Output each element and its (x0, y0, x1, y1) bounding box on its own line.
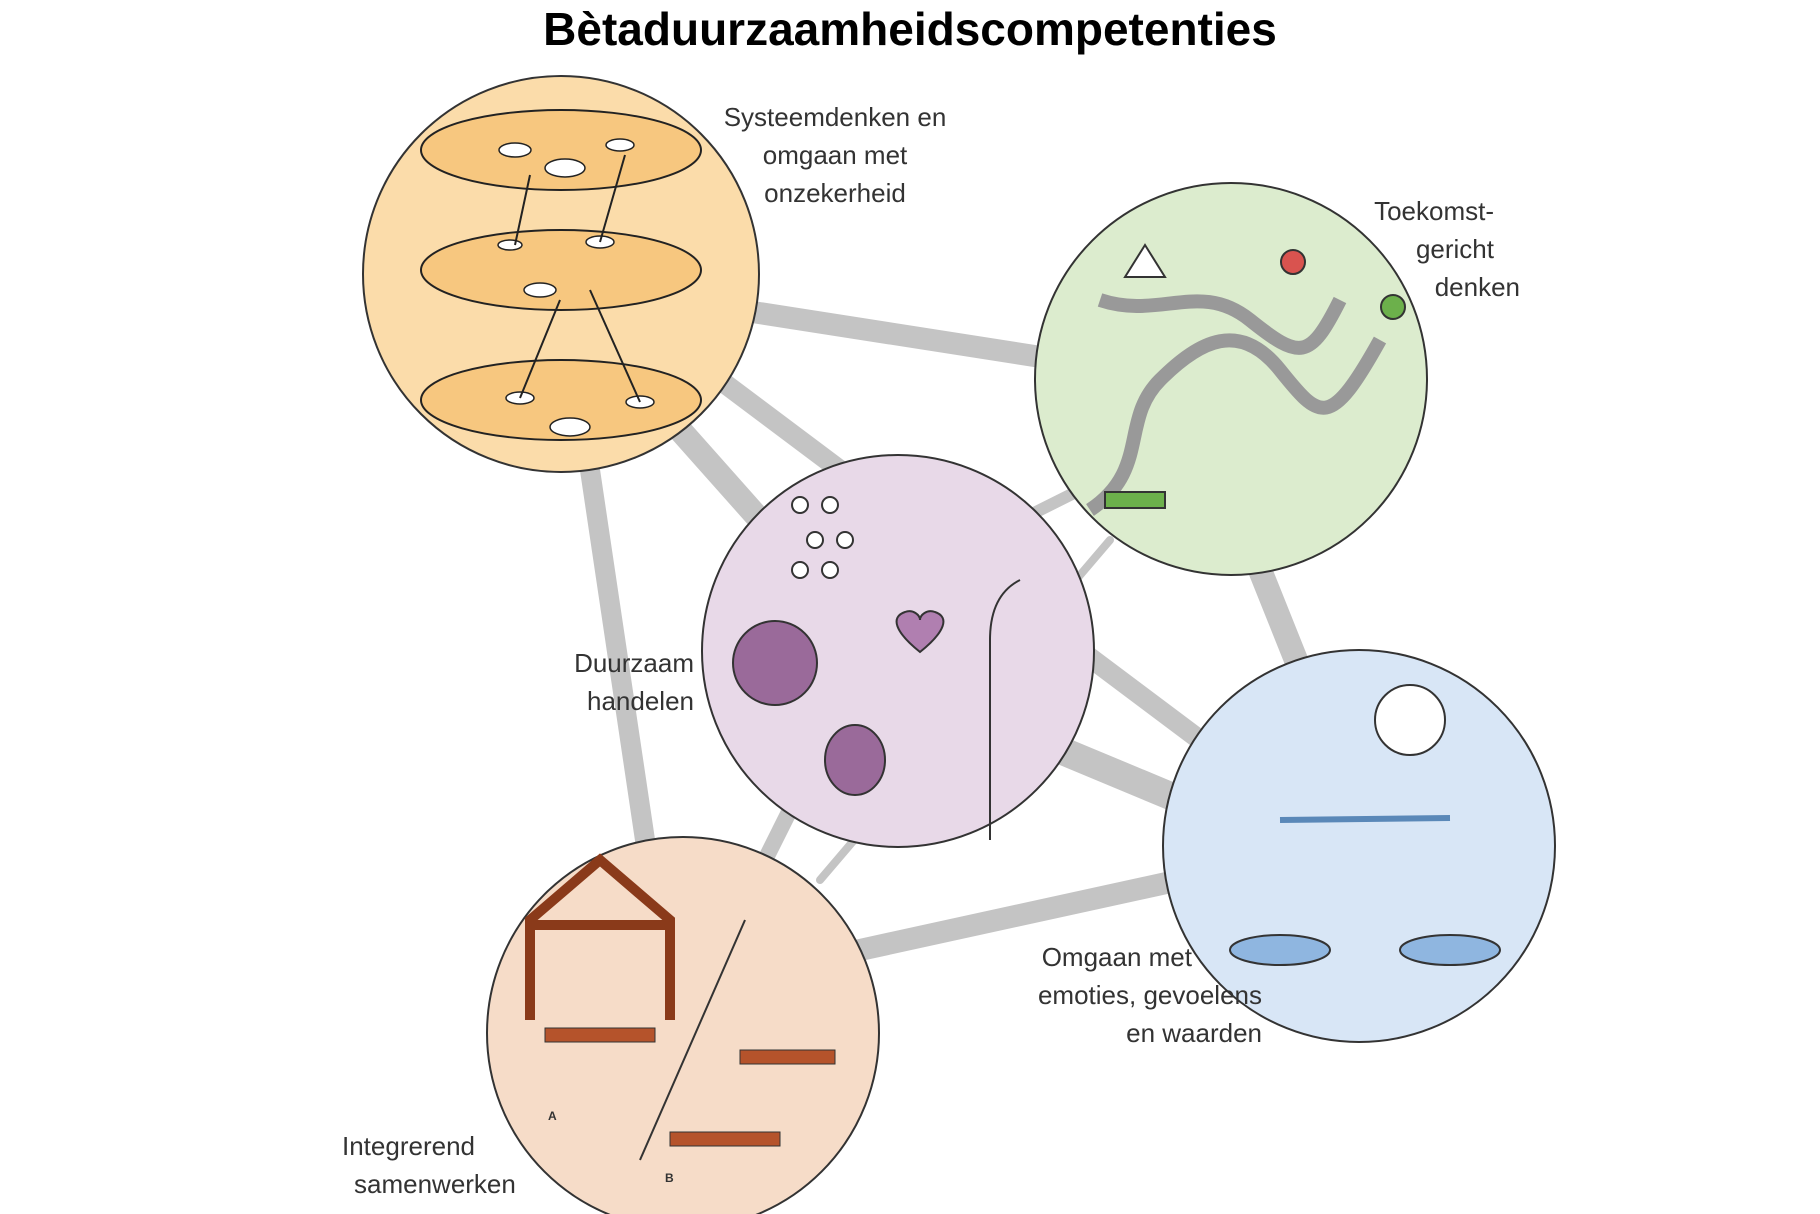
label-emotions-values: Omgaan met emoties, gevoelens en waarden (940, 938, 1262, 1052)
tree-icon (824, 724, 886, 796)
label-line: Omgaan met (1041, 942, 1192, 972)
label-line: Duurzaam (574, 648, 694, 678)
stop-sign-icon (1280, 249, 1306, 275)
label-line: Integrerend (342, 1131, 475, 1161)
connector-action-emotions (1046, 736, 1194, 814)
label-line: emoties, gevoelens (1037, 980, 1262, 1010)
connector-systems-action (668, 418, 772, 532)
label-future-thinking: Toekomst- gericht denken (1290, 192, 1520, 306)
beam-icon (544, 1027, 656, 1043)
label-line: samenwerken (354, 1169, 516, 1199)
connector-systems-collaboration (580, 460, 655, 850)
layer-ellipse (420, 109, 702, 191)
heart-icon (895, 610, 945, 654)
arrow-icons (514, 154, 641, 403)
globe-icon (732, 620, 818, 706)
signpost-icon (1104, 491, 1166, 509)
scale-pan-left-icon (1229, 934, 1331, 966)
circle-emotions-values (1162, 649, 1556, 1043)
house-frame-icon (525, 853, 675, 1020)
layer-ellipse (420, 229, 702, 311)
label-line: onzekerheid (764, 178, 906, 208)
connector-collaboration-emotions (849, 869, 1191, 961)
label-integrative-collaboration: Integrerend samenwerken (342, 1127, 516, 1203)
go-sign-icon (1380, 294, 1406, 320)
divider-line (639, 919, 746, 1161)
label-sustainable-action: Duurzaam handelen (500, 644, 694, 720)
scale-pan-right-icon (1399, 934, 1501, 966)
label-line: omgaan met (762, 140, 908, 170)
label-line: handelen (587, 686, 694, 716)
beam-icon (739, 1049, 836, 1065)
label-systems-thinking: Systeemdenken en omgaan met onzekerheid (700, 98, 970, 212)
scale-beam-icon (1279, 815, 1451, 823)
winding-roads-icon (1085, 293, 1387, 516)
circle-sustainable-action (701, 454, 1095, 848)
label-line: Systeemdenken en (723, 102, 947, 132)
circle-integrative-collaboration: A B (486, 836, 880, 1214)
label-line: gericht (1415, 234, 1494, 264)
panel-label-a: A (548, 1109, 557, 1123)
circle-systems-thinking (362, 75, 760, 473)
beam-icon (669, 1131, 781, 1147)
connector-systems-future (729, 299, 1071, 371)
node-icons (497, 138, 655, 437)
label-line: en waarden (1126, 1018, 1262, 1048)
circle-future-thinking (1034, 182, 1428, 576)
panel-label-b: B (665, 1171, 674, 1185)
person-head-icon (1374, 684, 1446, 756)
connector-future-emotions (1248, 558, 1312, 682)
person-figure-icon (989, 579, 1021, 840)
people-icons (791, 496, 854, 579)
label-line: denken (1434, 272, 1520, 302)
warning-sign-icon (1123, 243, 1167, 278)
label-line: Toekomst- (1374, 196, 1494, 226)
diagram-title: Bètaduurzaamheidscompetenties (543, 3, 1277, 55)
